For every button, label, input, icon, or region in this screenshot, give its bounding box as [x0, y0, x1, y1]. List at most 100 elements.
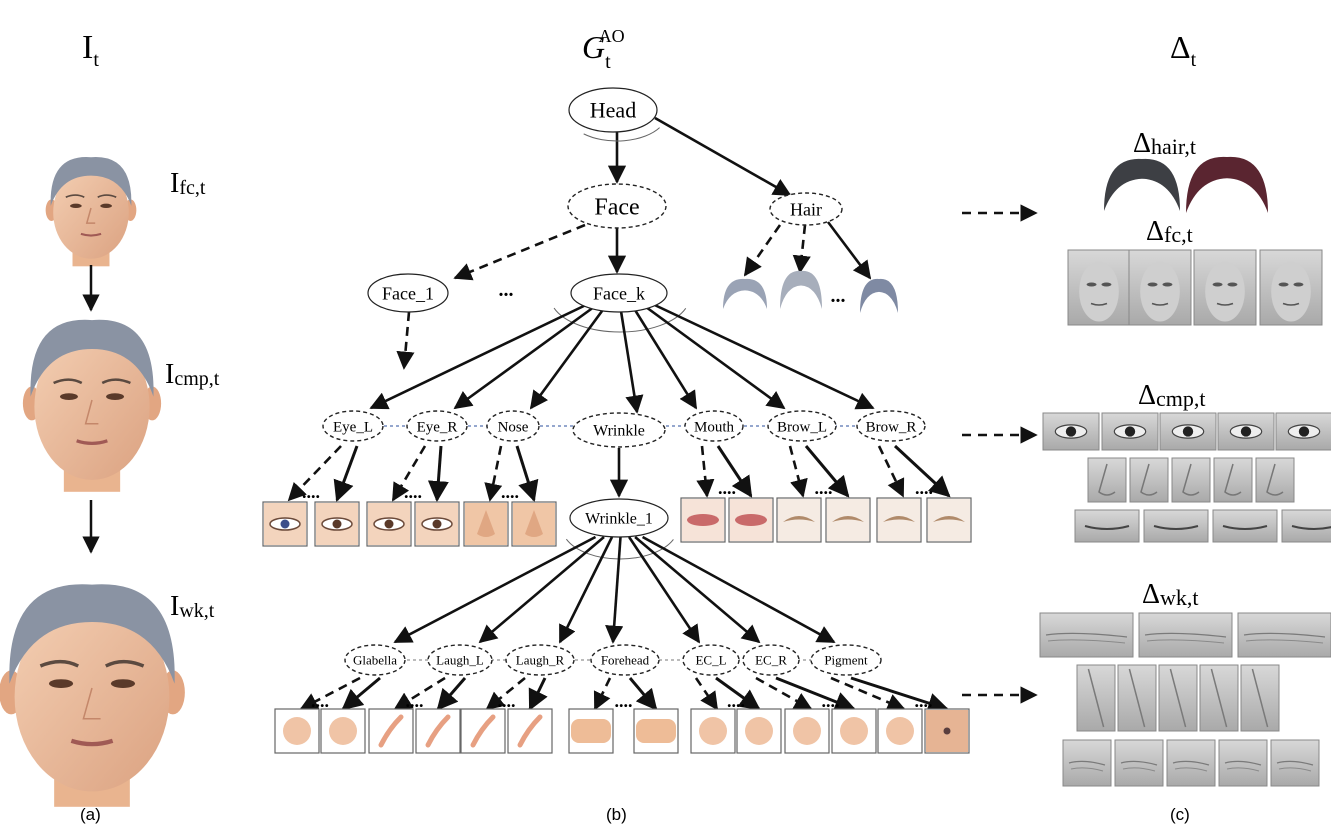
- component-patch-1: [314, 501, 360, 547]
- node-ec-r-label: EC_R: [755, 653, 787, 668]
- component-patch-11: [926, 497, 972, 543]
- node-hair: Hair: [769, 192, 843, 226]
- dict-face-tile-3: [1259, 249, 1323, 326]
- edge-wk-patch-d6: [830, 676, 906, 711]
- wrinkle-patch-12: [877, 708, 923, 754]
- component-patch-3: [414, 501, 460, 547]
- dict-pore-tile-0: [1062, 739, 1112, 787]
- node-head: Head: [568, 87, 658, 133]
- node-brow-r: Brow_R: [856, 410, 926, 442]
- edge-facek-eye_r: [453, 302, 599, 410]
- dict-label-fc: Δfc,t: [1146, 216, 1193, 247]
- node-forehead: Forehead: [590, 644, 660, 676]
- node-wrinkle-label: Wrinkle: [593, 423, 645, 440]
- edge-wk-patch-d4: [694, 677, 719, 711]
- edge-comp-patch-s0: [333, 445, 359, 502]
- edge-face-face1: [453, 223, 586, 281]
- face-label-cmp: Icmp,t: [165, 359, 220, 390]
- edge-comp-patch-s3: [716, 445, 753, 498]
- node-pigment-label: Pigment: [824, 653, 868, 668]
- caption-c: (c): [1170, 805, 1190, 824]
- dict-label-hair: Δhair,t: [1133, 128, 1196, 159]
- dict-eye-tile-0: [1042, 412, 1100, 451]
- edge-wrinkle1-forehead: [605, 536, 624, 644]
- component-patch-10: [876, 497, 922, 543]
- edge-comp-patch-d1: [391, 445, 427, 502]
- node-ec-l: EC_L: [682, 644, 740, 676]
- node-glabella-label: Glabella: [353, 653, 397, 668]
- node-glabella: Glabella: [344, 644, 406, 676]
- wrinkle-patch-1: [320, 708, 366, 754]
- edge-wrinkle1-ec_r: [634, 536, 761, 644]
- node-ec-l-label: EC_L: [695, 653, 726, 668]
- edge-comp-patch-s5: [893, 444, 951, 498]
- wk-patch-ellipsis-5: ....: [822, 691, 840, 711]
- hair-template-2: [780, 270, 822, 309]
- node-brow-l-label: Brow_L: [777, 419, 827, 435]
- wk-patch-ellipsis-1: ....: [406, 691, 424, 711]
- component-patch-9: [825, 497, 871, 543]
- edge-comp-patch-s1: [427, 445, 449, 503]
- dict-forehead-tile-0: [1039, 612, 1134, 658]
- dict-nose-tile-3: [1213, 457, 1253, 503]
- node-laugh-l: Laugh_L: [427, 644, 493, 676]
- node-pigment: Pigment: [810, 644, 882, 676]
- wrinkle-patch-9: [736, 708, 782, 754]
- node-eye-r: Eye_R: [406, 410, 468, 442]
- edge-wk-patch-d5: [755, 676, 813, 711]
- dict-mouth-tile-0: [1074, 509, 1140, 543]
- edge-facek-brow_r: [651, 302, 875, 410]
- face-image-cmp: [22, 319, 162, 492]
- patch-ellipsis-4: ....: [815, 478, 833, 498]
- dict-nose-tile-4: [1255, 457, 1295, 503]
- node-brow-r-label: Brow_R: [866, 419, 917, 435]
- node-eye-l-label: Eye_L: [333, 419, 373, 435]
- dict-label-cmp: Δcmp,t: [1138, 380, 1206, 411]
- column-b-heading: GtAO: [582, 26, 625, 73]
- wrinkle-patch-5: [507, 708, 553, 754]
- edge-comp-patch-d3: [696, 445, 715, 498]
- edge-facek-wrinkle: [618, 303, 644, 414]
- wrinkle-patch-0: [274, 708, 320, 754]
- component-patch-8: [776, 497, 822, 543]
- wrinkle-patch-13: [924, 708, 970, 754]
- face-image-wk: [0, 584, 185, 807]
- wk-patch-ellipsis-4: ....: [727, 691, 745, 711]
- patch-ellipsis-1: ....: [404, 482, 422, 502]
- patch-ellipsis-5: ....: [915, 478, 933, 498]
- dictionary-column: [1039, 156, 1331, 787]
- edge-wrinkle1-pigment: [641, 535, 836, 644]
- node-face-k: Face_k: [570, 273, 668, 313]
- edge-wrinkle1-ec_l: [628, 536, 701, 644]
- component-patch-6: [680, 497, 726, 543]
- node-eye-r-label: Eye_R: [417, 419, 458, 435]
- edge-hair-h2: [792, 224, 811, 274]
- edge-wk-patch-d2: [485, 676, 526, 711]
- edge-facek-mouth: [630, 303, 698, 410]
- node-laugh-l-label: Laugh_L: [436, 653, 484, 668]
- wrinkle-patch-2: [368, 708, 414, 754]
- node-face-k-label: Face_k: [593, 283, 645, 303]
- hair-template-1: [723, 278, 767, 309]
- node-ec-r: EC_R: [742, 644, 800, 676]
- and-arc-facek: [553, 307, 687, 333]
- node-face-1-label: Face_1: [382, 283, 434, 303]
- dict-face-tile-1: [1128, 249, 1192, 326]
- edge-hair-h3: [826, 221, 872, 280]
- wrinkle-patch-4: [460, 708, 506, 754]
- dict-fold-tile-3: [1199, 664, 1239, 732]
- dict-fold-tile-2: [1158, 664, 1198, 732]
- edge-comp-patch-d5: [877, 445, 905, 498]
- node-wrinkle-1-label: Wrinkle_1: [585, 511, 653, 528]
- wk-patch-ellipsis-2: ....: [498, 691, 516, 711]
- node-eye-l: Eye_L: [322, 410, 384, 442]
- node-laugh-r: Laugh_R: [505, 644, 575, 676]
- edge-comp-patch-d4: [788, 445, 808, 498]
- dict-mouth-tile-3: [1281, 509, 1331, 543]
- wrinkle-patch-8: [690, 708, 736, 754]
- caption-a: (a): [80, 805, 101, 824]
- face-ellipsis: ...: [499, 279, 514, 301]
- face-image-column: [0, 157, 185, 807]
- dict-pore-tile-4: [1270, 739, 1320, 787]
